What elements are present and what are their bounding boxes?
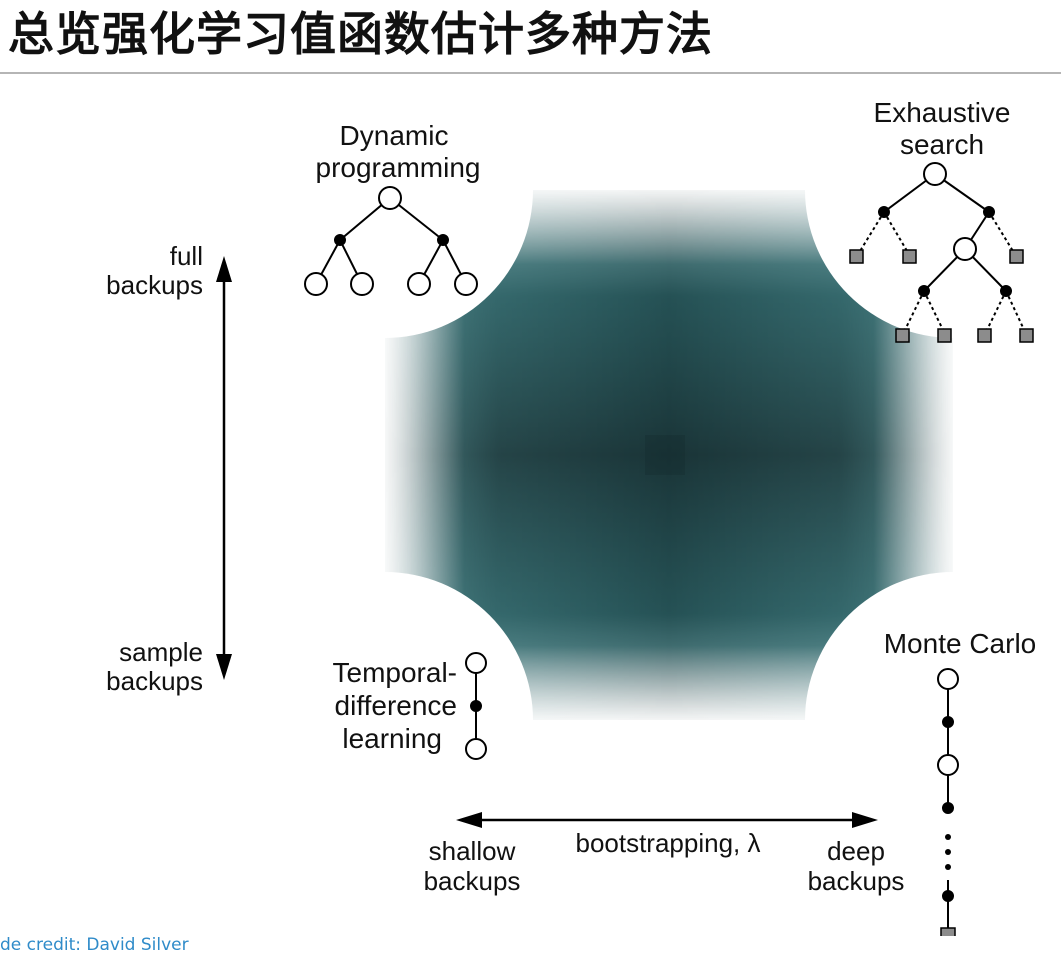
backup-diagram: Dynamic programming Exhaustive search Te… [106, 78, 1061, 936]
exhaustive-search-tree [849, 162, 1034, 343]
full-backups-label-line2: backups [106, 270, 203, 300]
bootstrapping-label: bootstrapping, λ [575, 828, 760, 858]
vertical-backup-axis [216, 256, 232, 680]
monte-carlo-label: Monte Carlo [884, 628, 1037, 659]
shallow-backups-label-line1: shallow [429, 836, 516, 866]
gradient-region [237, 78, 1061, 868]
temporal-difference-label-line3: learning [342, 723, 442, 754]
temporal-difference-label-line1: Temporal- [333, 657, 457, 688]
title-divider [0, 72, 1061, 74]
page-title: 总览强化学习值函数估计多种方法 [8, 7, 713, 61]
dynamic-programming-label-line2: programming [316, 152, 481, 183]
full-backups-label-line1: full [170, 241, 203, 271]
dynamic-programming-label-line1: Dynamic [340, 120, 449, 151]
temporal-difference-chain [465, 652, 487, 760]
exhaustive-search-label-line1: Exhaustive [874, 97, 1011, 128]
slide-credit: de credit: David Silver [0, 935, 189, 955]
sample-backups-label-line1: sample [119, 637, 203, 667]
sample-backups-label-line2: backups [106, 666, 203, 696]
monte-carlo-chain [937, 668, 959, 936]
deep-backups-label-line1: deep [827, 836, 885, 866]
horizontal-bootstrapping-axis [456, 812, 878, 828]
shallow-backups-label-line2: backups [424, 866, 521, 896]
exhaustive-search-label-line2: search [900, 129, 984, 160]
deep-backups-label-line2: backups [808, 866, 905, 896]
dynamic-programming-tree [304, 186, 478, 296]
temporal-difference-label-line2: difference [335, 690, 457, 721]
